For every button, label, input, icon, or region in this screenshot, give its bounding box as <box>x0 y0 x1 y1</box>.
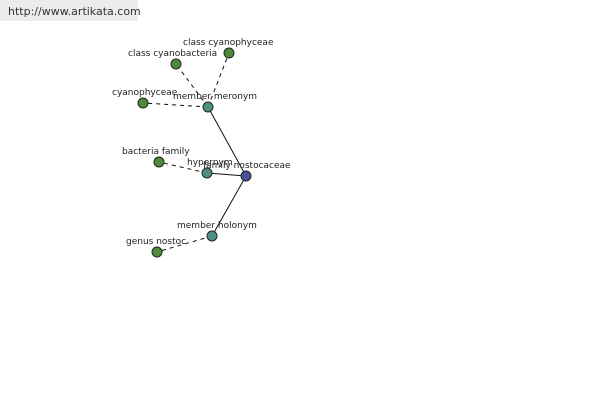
node-member-meronym[interactable] <box>202 101 214 113</box>
edge-center-member-meronym <box>207 106 247 177</box>
node-hypernym[interactable] <box>201 167 213 179</box>
label-cyanophyceae[interactable]: cyanophyceae <box>112 88 178 98</box>
label-class-cyanophyceae[interactable]: class cyanophyceae <box>183 38 274 48</box>
edge-hypernym-bacteria-family <box>158 161 208 174</box>
edge-holonym-genus-nostoc <box>156 235 213 253</box>
edge-center-hypernym <box>206 172 247 177</box>
node-class-cyanophyceae[interactable] <box>223 47 235 59</box>
node-class-cyanobacteria[interactable] <box>170 58 182 70</box>
label-bacteria-family[interactable]: bacteria family <box>122 147 190 157</box>
site-url[interactable]: http://www.artikata.com <box>8 5 141 18</box>
url-banner: http://www.artikata.com <box>0 0 141 21</box>
edge-meronym-class-cyanobacteria <box>175 63 209 108</box>
edge-center-member-holonym <box>211 175 247 237</box>
node-member-holonym[interactable] <box>206 230 218 242</box>
node-bacteria-family[interactable] <box>153 156 165 168</box>
label-genus-nostoc[interactable]: genus nostoc <box>126 237 186 247</box>
node-cyanophyceae[interactable] <box>137 97 149 109</box>
label-hypernym[interactable]: hypernym <box>187 158 233 168</box>
label-family-nostocaceae[interactable]: family nostocaceae <box>203 161 291 171</box>
label-member-holonym[interactable]: member holonym <box>177 221 257 231</box>
edge-meronym-cyanophyceae <box>142 102 209 108</box>
label-member-meronym[interactable]: member meronym <box>173 92 257 102</box>
label-class-cyanobacteria[interactable]: class cyanobacteria <box>128 49 217 59</box>
edge-meronym-class-cyanophyceae <box>207 52 230 108</box>
node-family-nostocaceae[interactable] <box>240 170 252 182</box>
node-genus-nostoc[interactable] <box>151 246 163 258</box>
